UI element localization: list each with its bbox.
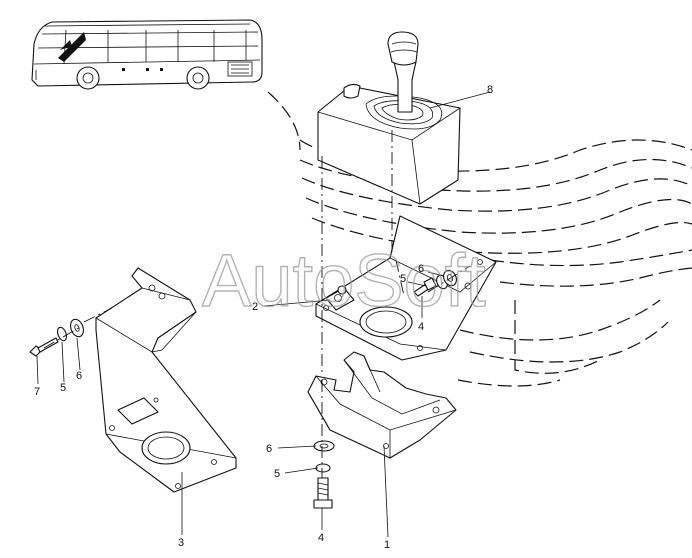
lower-housing [307, 351, 457, 459]
callout-5-left: 5 [60, 382, 66, 394]
mounting-plate [315, 215, 497, 361]
callout-6-plate: 6 [418, 263, 424, 275]
callout-6-lower: 6 [266, 443, 272, 455]
callouts: 1 2 3 4 4 5 5 5 6 6 6 7 8 [34, 84, 493, 551]
callout-2: 2 [252, 301, 258, 313]
callout-1: 1 [384, 539, 390, 551]
shift-knob [387, 31, 419, 113]
washer-5-lower [315, 463, 331, 473]
assembly-lines [43, 130, 471, 478]
callout-7: 7 [34, 386, 40, 398]
callout-6-left: 6 [76, 370, 82, 382]
watermark-text: AutoSoft [202, 239, 486, 322]
shifter-housing [317, 83, 461, 205]
callout-8: 8 [487, 84, 493, 96]
callout-4-plate: 4 [418, 321, 424, 333]
bolt-7-left [29, 337, 59, 357]
washer-6-lower [313, 440, 335, 452]
plate-bolt [413, 277, 437, 297]
washer-6-left [70, 318, 84, 338]
callout-5-plate: 5 [400, 273, 406, 285]
callout-3: 3 [178, 537, 184, 549]
bolt-4-lower [313, 477, 333, 509]
seat-outline-dashed [267, 91, 692, 387]
callout-4-lower: 4 [318, 532, 324, 544]
leader-lines [36, 91, 491, 538]
washer-5-left [56, 326, 68, 342]
side-bracket [95, 267, 237, 493]
callout-5-lower: 5 [274, 468, 280, 480]
bus-illustration [31, 19, 263, 90]
